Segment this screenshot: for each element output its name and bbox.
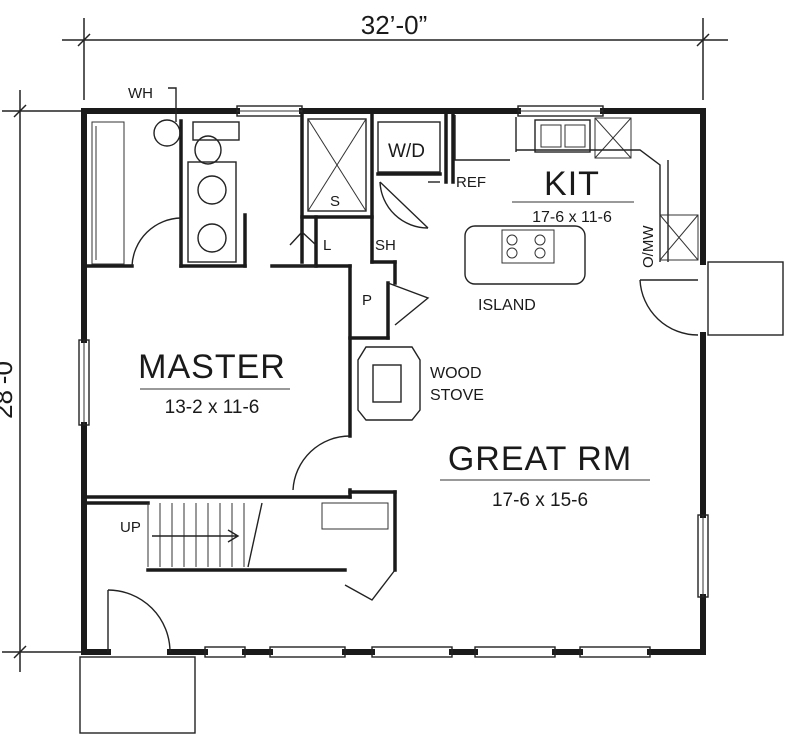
water-heater: [153, 119, 181, 147]
doors: [107, 181, 699, 653]
pantry-label: P: [362, 292, 372, 309]
washer-dryer: [377, 121, 441, 173]
depth-dimension: 28’-0: [0, 90, 86, 672]
width-dimension: 32’-0”: [62, 10, 728, 100]
shelves-label: SH: [375, 237, 396, 254]
washer-dryer-label: W/D: [388, 141, 425, 162]
great-room-size: 17-6 x 15-6: [492, 490, 588, 511]
great-room-label: GREAT RM: [448, 440, 632, 478]
exterior-walls: [81, 108, 706, 655]
stoops: [79, 261, 784, 734]
kitchen-size: 17-6 x 11-6: [532, 209, 612, 226]
depth-dimension-label: 28’-0: [0, 361, 18, 419]
kitchen-label: KIT: [544, 165, 600, 203]
width-dimension-label: 32’-0”: [361, 10, 427, 40]
linen-label: L: [323, 237, 331, 254]
closet-shelving-hall: [321, 502, 389, 530]
closet-shelving: [91, 121, 125, 265]
stairs-up-label: UP: [120, 519, 141, 536]
master-label: MASTER: [138, 348, 286, 386]
stairs: [147, 502, 263, 568]
wood-stove: [357, 346, 421, 421]
shower-stall: [307, 118, 367, 212]
master-size: 13-2 x 11-6: [165, 397, 260, 418]
pantry-cabinet: [659, 214, 699, 261]
corner-cabinet: [594, 117, 632, 159]
interior-walls: [86, 113, 517, 572]
oven-microwave-label: O/MW: [640, 225, 657, 268]
room-labels: MASTER 13-2 x 11-6 GREAT RM 17-6 x 15-6 …: [138, 165, 650, 511]
water-heater-label: WH: [128, 85, 153, 102]
windows: [78, 105, 709, 658]
wood-stove-label-1: WOOD: [430, 365, 482, 382]
island: [464, 225, 586, 285]
fixture-labels: WH W/D REF S L SH P ISLAND WOOD STOVE O/…: [120, 85, 657, 536]
vanity: [187, 161, 237, 263]
island-label: ISLAND: [478, 297, 536, 314]
refrigerator-label: REF: [456, 174, 486, 191]
shower-label: S: [330, 193, 340, 210]
fixtures: [91, 87, 699, 568]
wood-stove-label-2: STOVE: [430, 387, 484, 404]
kitchen-sink: [534, 119, 591, 153]
toilet: [192, 121, 240, 165]
